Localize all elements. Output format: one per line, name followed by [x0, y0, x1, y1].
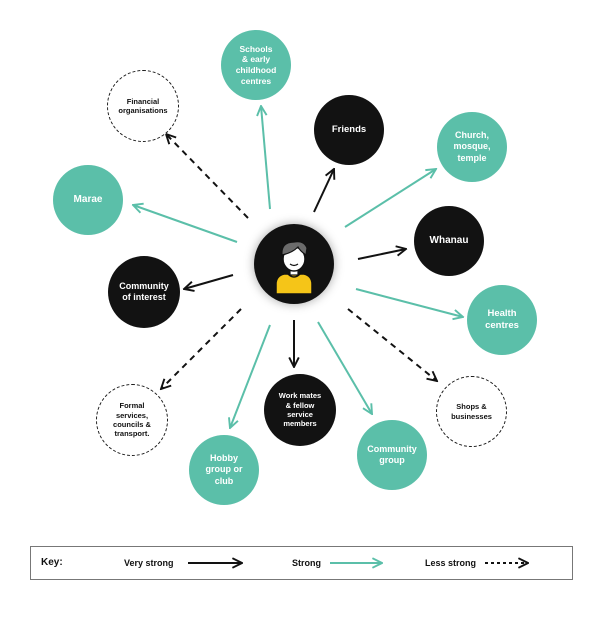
node-workmates: Work mates & fellow service members — [264, 374, 336, 446]
node-whanau: Whanau — [414, 206, 484, 276]
node-shops: Shops & businesses — [436, 376, 507, 447]
node-whanau-label: Whanau — [429, 234, 469, 246]
node-hobby: Hobby group or club — [189, 435, 259, 505]
node-financial-label: Financial organisations — [118, 96, 168, 115]
node-church: Church, mosque, temple — [437, 112, 507, 182]
arrow-to-hobby — [230, 324, 271, 428]
node-schools: Schools & early childhood centres — [221, 30, 291, 100]
node-health-label: Health centres — [485, 308, 519, 331]
arrow-to-marae — [133, 205, 238, 243]
node-financial: Financial organisations — [107, 70, 179, 142]
arrow-to-whanau — [357, 249, 406, 260]
node-marae: Marae — [53, 165, 123, 235]
node-community-interest: Community of interest — [108, 256, 180, 328]
arrow-to-formal — [161, 308, 242, 389]
key-very-strong-label: Very strong — [124, 558, 174, 568]
node-formal-label: Formal services, councils & transport. — [113, 401, 151, 439]
arrow-to-health — [355, 288, 463, 317]
node-church-label: Church, mosque, temple — [453, 130, 491, 163]
arrow-to-church — [344, 169, 436, 228]
node-workmates-label: Work mates & fellow service members — [278, 391, 322, 429]
node-community-group: Community group — [357, 420, 427, 490]
key-less-strong-label: Less strong — [425, 558, 477, 568]
arrow-to-financial — [166, 134, 249, 219]
arrow-to-schools — [261, 106, 271, 210]
node-community-group-label: Community group — [367, 443, 417, 465]
arrow-to-community-group — [317, 321, 372, 414]
node-shops-label: Shops & businesses — [451, 402, 492, 421]
arrow-to-community-interest — [184, 274, 234, 289]
key-title: Key: — [41, 557, 63, 568]
legend-key — [30, 546, 573, 580]
node-hobby-label: Hobby group or club — [205, 453, 243, 486]
node-marae-label: Marae — [73, 193, 103, 205]
arrow-to-friends — [313, 169, 334, 213]
node-friends: Friends — [314, 95, 384, 165]
person-icon — [275, 241, 313, 295]
node-schools-label: Schools & early childhood centres — [235, 43, 277, 86]
node-community-interest-label: Community of interest — [119, 280, 169, 302]
key-strong-label: Strong — [292, 558, 321, 568]
arrow-to-shops — [347, 308, 437, 381]
center-person-circle — [254, 224, 334, 304]
node-friends-label: Friends — [331, 124, 367, 136]
node-formal: Formal services, councils & transport. — [96, 384, 168, 456]
node-health: Health centres — [467, 285, 537, 355]
